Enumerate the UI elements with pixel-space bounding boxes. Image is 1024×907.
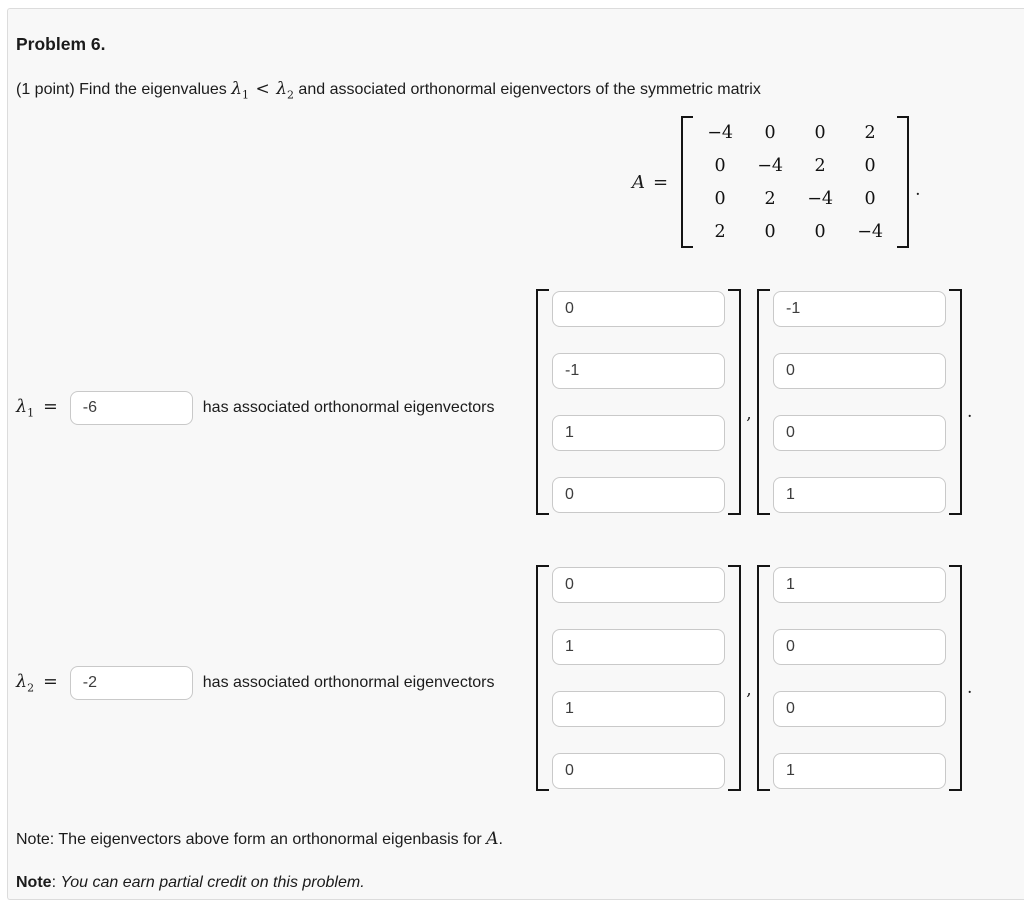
matrix-grid: −4 0 0 2 0 −4 2 0 0 2 −4 0 2 0 0 −4 — [695, 116, 895, 248]
problem-title: Problem 6. — [16, 34, 106, 54]
note-colon: : — [51, 874, 57, 891]
lambda2-vector2-component3-input[interactable] — [773, 691, 946, 727]
matrix-cell: −4 — [757, 155, 783, 176]
statement-suffix: and associated orthonormal eigenvectors … — [298, 81, 761, 98]
lambda2-vector2-component2-input[interactable] — [773, 629, 946, 665]
matrix-left-bracket-icon — [681, 116, 694, 248]
lambda1-vector2-component2-input[interactable] — [773, 353, 946, 389]
less-than-symbol: < — [255, 79, 270, 99]
eigenvalue-1-text: has associated orthonormal eigenvectors — [202, 399, 495, 416]
note-label: Note — [16, 874, 52, 891]
eigenvalue-1-input[interactable] — [69, 391, 193, 425]
vector-separator-comma: , — [746, 680, 752, 700]
matrix-display: A= −4 0 0 2 0 −4 2 0 0 2 −4 0 2 0 0 −4 . — [632, 116, 921, 248]
lambda2-label: λ2= — [16, 671, 58, 695]
matrix-right-bracket-icon — [897, 116, 910, 248]
matrix-cell: −4 — [707, 122, 733, 143]
matrix-cell: 0 — [764, 221, 776, 242]
statement-prefix: (1 point) Find the eigenvalues — [16, 81, 227, 98]
matrix-cell: −4 — [807, 188, 833, 209]
problem-panel — [7, 8, 1024, 900]
lambda1-vector2-component3-input[interactable] — [773, 415, 946, 451]
lambda2-vector2-column — [770, 565, 949, 791]
lambda1-label: λ1= — [16, 396, 58, 420]
lambda1-vector2-component4-input[interactable] — [773, 477, 946, 513]
matrix-cell: 0 — [714, 188, 726, 209]
eigenvalue-2-text: has associated orthonormal eigenvectors — [202, 674, 495, 691]
note-body: The eigenvectors above form an orthonorm… — [58, 831, 482, 848]
matrix-label: A= — [632, 171, 669, 193]
lambda1-vector1-component3-input[interactable] — [552, 415, 725, 451]
matrix-cell: 2 — [814, 155, 826, 176]
lambda1-vector1-component2-input[interactable] — [552, 353, 725, 389]
lambda2-vector2-component4-input[interactable] — [773, 753, 946, 789]
lambda1-symbol: λ1 — [231, 79, 250, 102]
lambda2-vector1-component3-input[interactable] — [552, 691, 725, 727]
sentence-period: . — [967, 402, 973, 422]
matrix-variable-symbol: A — [486, 829, 499, 849]
vector-left-bracket-icon — [757, 565, 770, 791]
problem-statement: (1 point) Find the eigenvalues λ1 < λ2 a… — [16, 79, 761, 101]
matrix-cell: 0 — [814, 122, 826, 143]
vector-separator-comma: , — [746, 404, 752, 424]
matrix-cell: 2 — [764, 188, 776, 209]
lambda2-symbol: λ2 — [276, 79, 294, 102]
matrix-cell: 0 — [764, 122, 776, 143]
lambda1-vector1-component1-input[interactable] — [552, 291, 725, 327]
matrix-cell: 2 — [714, 221, 726, 242]
vector-right-bracket-icon — [728, 289, 741, 515]
eigenvalue-2-input[interactable] — [69, 666, 193, 700]
sentence-period: . — [967, 678, 973, 698]
note-body: You can earn partial credit on this prob… — [60, 874, 365, 891]
lambda2-vector1-component1-input[interactable] — [552, 567, 725, 603]
lambda2-vector2-component1-input[interactable] — [773, 567, 946, 603]
matrix-cell: 0 — [714, 155, 726, 176]
vector-right-bracket-icon — [949, 565, 962, 791]
matrix-cell: 0 — [814, 221, 826, 242]
matrix-period: . — [915, 180, 921, 200]
lambda2-vector1-component4-input[interactable] — [552, 753, 725, 789]
vector-left-bracket-icon — [536, 565, 549, 791]
matrix-cell: 0 — [864, 155, 876, 176]
matrix-cell: 0 — [864, 188, 876, 209]
note-partial-credit: Note: You can earn partial credit on thi… — [16, 874, 365, 892]
note-label: Note: — [16, 831, 55, 848]
lambda1-vector2-column — [770, 289, 949, 515]
lambda1-vector1-column — [549, 289, 728, 515]
vector-right-bracket-icon — [949, 289, 962, 515]
eigenvalue-2-row: λ2= has associated orthonormal eigenvect… — [16, 665, 494, 701]
lambda1-vector1-component4-input[interactable] — [552, 477, 725, 513]
lambda2-vector1-column — [549, 565, 728, 791]
lambda2-vector1-component2-input[interactable] — [552, 629, 725, 665]
note-period: . — [498, 831, 503, 848]
vector-left-bracket-icon — [536, 289, 549, 515]
lambda1-vector2-component1-input[interactable] — [773, 291, 946, 327]
matrix-cell: −4 — [857, 221, 883, 242]
lambda2-eigenvector-group: , . — [536, 565, 972, 791]
vector-left-bracket-icon — [757, 289, 770, 515]
matrix-cell: 2 — [864, 122, 876, 143]
vector-right-bracket-icon — [728, 565, 741, 791]
note-eigenbasis: Note: The eigenvectors above form an ort… — [16, 829, 503, 849]
lambda1-eigenvector-group: , . — [536, 289, 972, 515]
eigenvalue-1-row: λ1= has associated orthonormal eigenvect… — [16, 390, 494, 426]
